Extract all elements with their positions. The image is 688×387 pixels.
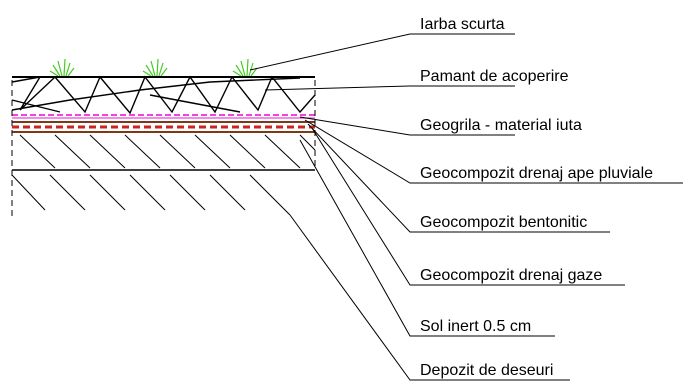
label-bentonite: Geocompozit bentonitic bbox=[420, 214, 587, 231]
grass-tuft-icon bbox=[142, 58, 168, 77]
geocomposite-layers bbox=[12, 121, 315, 133]
label-waste: Depozit de deseuri bbox=[420, 362, 553, 379]
label-inert-soil: Sol inert 0.5 cm bbox=[420, 318, 531, 335]
label-drainage-rain: Geocompozit drenaj ape pluviale bbox=[420, 165, 653, 182]
label-geogrid: Geogrila - material iuta bbox=[420, 117, 582, 134]
label-cover-soil: Pamant de acoperire bbox=[420, 68, 569, 85]
waste-deposit bbox=[11, 80, 316, 218]
label-gas-drainage: Geocompozit drenaj gaze bbox=[420, 267, 602, 284]
inert-soil-layer bbox=[12, 134, 316, 171]
leader-lines bbox=[249, 33, 683, 381]
geogrid-layer bbox=[12, 114, 315, 119]
grass-tufts bbox=[49, 58, 258, 77]
grass-tuft-icon bbox=[232, 58, 258, 77]
labels: Iarba scurta Pamant de acoperire Geogril… bbox=[420, 16, 653, 379]
grass-tuft-icon bbox=[49, 58, 75, 77]
label-grass: Iarba scurta bbox=[420, 16, 505, 33]
cover-soil-layer bbox=[11, 75, 316, 115]
